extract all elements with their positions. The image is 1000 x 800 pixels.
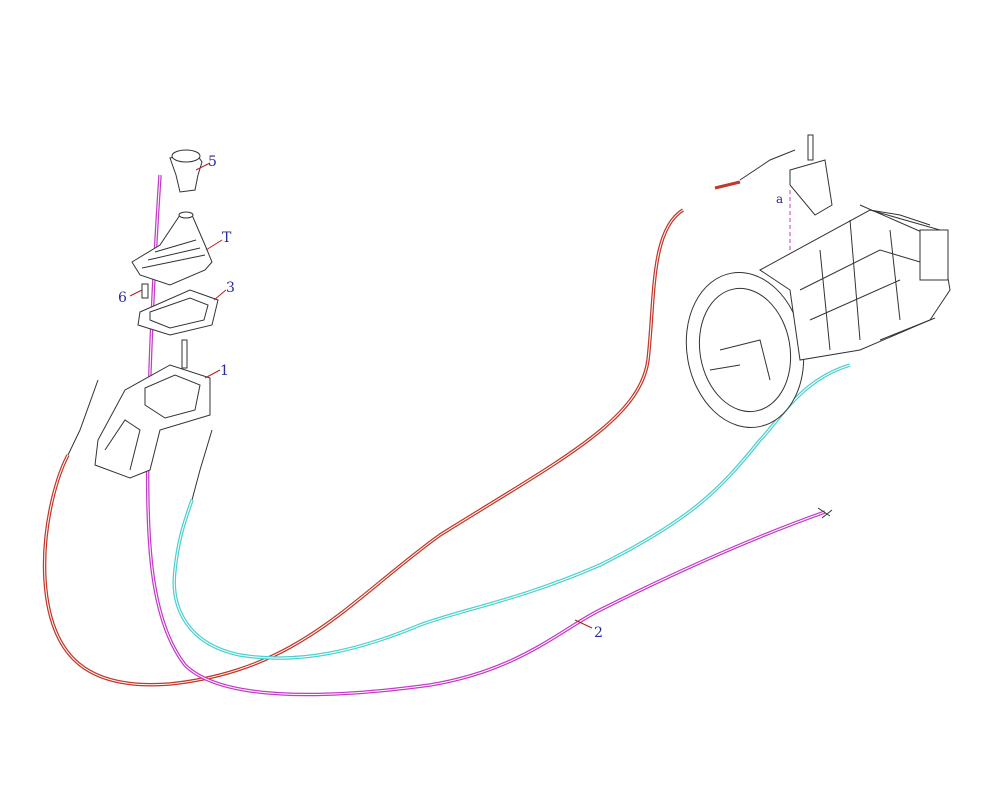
label-1: 1 (220, 363, 229, 379)
label-3: 3 (226, 280, 235, 296)
transmission (685, 204, 951, 428)
label-2: 2 (594, 625, 603, 641)
label-t: T (222, 230, 232, 246)
cable-magenta (145, 174, 833, 697)
cable-red (42, 180, 741, 687)
label-5: 5 (208, 154, 217, 170)
cable-cyan (172, 363, 851, 660)
shifter-housing (67, 339, 221, 501)
leader-2 (574, 619, 593, 629)
label-a: a (776, 192, 783, 206)
bolt (129, 283, 149, 299)
shift-boot (131, 211, 223, 286)
gasket (137, 289, 227, 336)
shift-knob (169, 149, 211, 193)
bracket (739, 134, 833, 260)
label-6: 6 (118, 290, 127, 306)
